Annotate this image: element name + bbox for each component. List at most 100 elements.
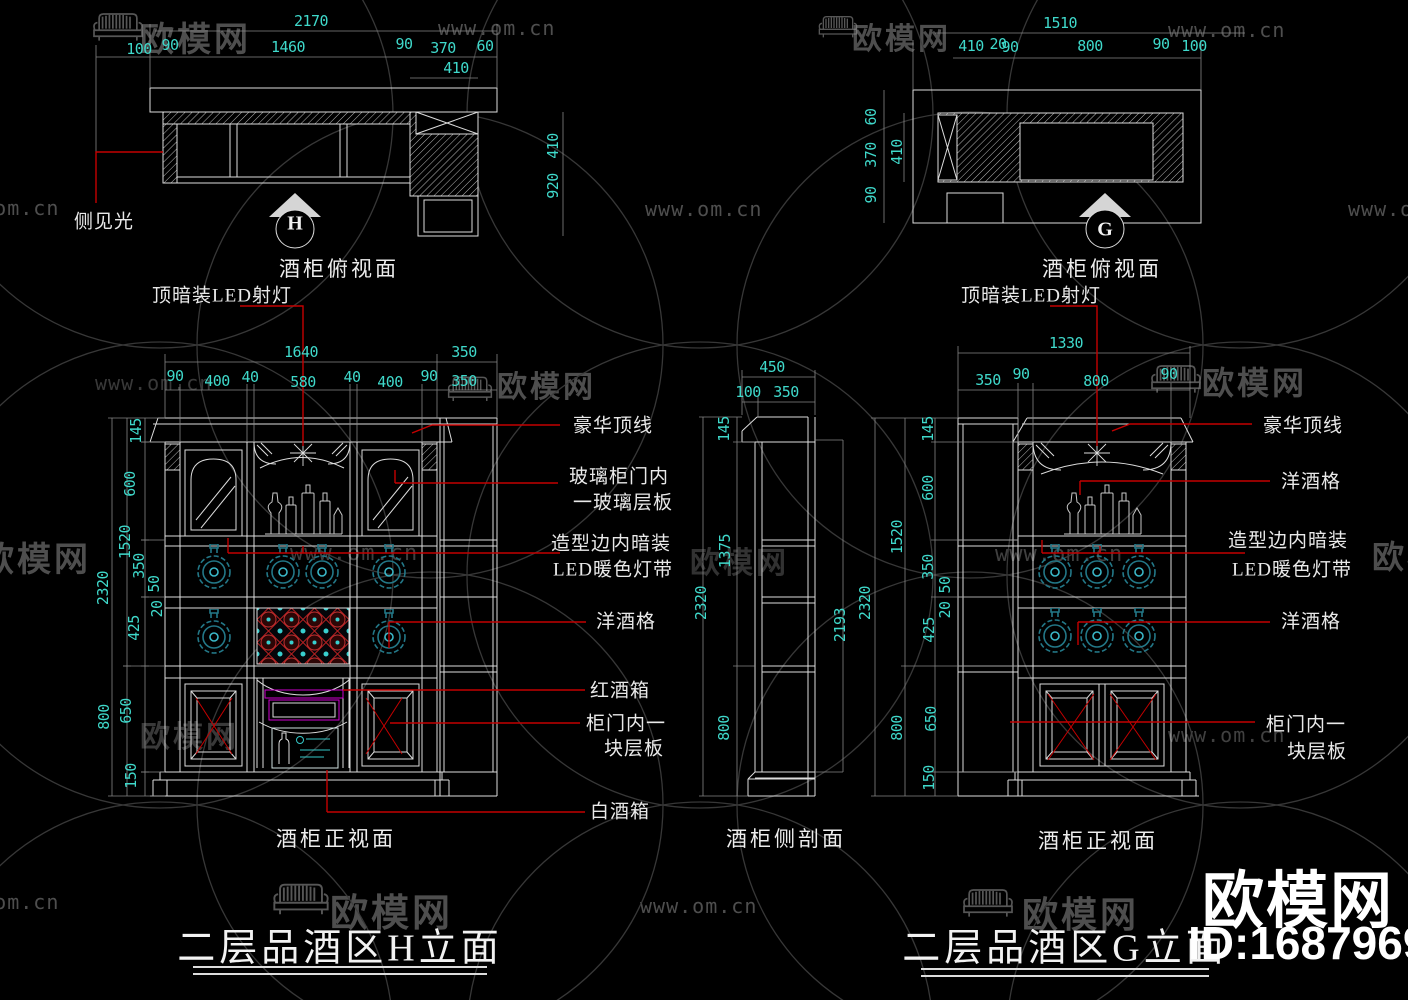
plan-g-drawing (912, 89, 1202, 249)
callout-wine-rack: 洋酒格 (595, 611, 657, 633)
watermark-url: www.om.cn (645, 197, 763, 221)
dim-text: 425 (125, 615, 143, 641)
dim-text: 920 (544, 173, 562, 199)
dimension-lines (95, 24, 1245, 797)
callout-door-shelf: 柜门内一 (585, 713, 667, 735)
dim-text: 150 (122, 763, 140, 789)
dim-text: 2320 (856, 585, 874, 621)
dim-text: 60 (862, 108, 880, 126)
dim-text: 100 (735, 383, 761, 401)
dim-text: 40 (343, 368, 361, 386)
view-caption-front-h: 酒柜正视面 (276, 827, 396, 851)
callout-glass-shelf: 玻璃柜门内 (568, 466, 670, 488)
dim-text: 20 (989, 35, 1007, 53)
watermark-url: www.om.cn (1168, 18, 1286, 42)
dim-text: 1330 (1048, 334, 1084, 352)
dim-text: 1520 (888, 519, 906, 555)
dim-text: 20 (936, 601, 954, 619)
watermark-url: www.om.cn (1168, 723, 1286, 747)
dim-text: 2320 (692, 585, 710, 621)
dim-text: 450 (759, 358, 785, 376)
callout-door-shelf: 柜门内一 (1265, 714, 1347, 736)
site-logo: 欧模网 (1202, 867, 1395, 936)
dim-text: 145 (715, 416, 733, 442)
dim-text: 650 (922, 706, 940, 732)
dim-text: 410 (958, 37, 984, 55)
dim-text: 1640 (283, 343, 319, 361)
dim-text: 370 (430, 39, 456, 57)
dim-text: 90 (1160, 365, 1178, 383)
dim-text: 800 (1083, 372, 1109, 390)
watermark-brand: 欧模网 (1202, 365, 1308, 401)
callout-led-strip: LED暖色灯带 (1232, 559, 1352, 581)
watermark-url: www.om.cn (0, 890, 60, 914)
watermark-url: www.om.cn (0, 196, 60, 220)
dim-text: 410 (544, 133, 562, 159)
callout-wine-rack: 洋酒格 (1280, 471, 1342, 493)
dim-text: 150 (920, 765, 938, 791)
dim-text: 350 (451, 343, 477, 361)
callout-wine-rack: 洋酒格 (1280, 611, 1342, 633)
dim-text: 580 (290, 373, 316, 391)
elev-h-drawing (149, 417, 498, 797)
sheet-title-g: 二层品酒区G立面 (902, 927, 1228, 970)
dim-text: 40 (241, 368, 259, 386)
watermark-brand: 欧模网 (852, 23, 951, 56)
dim-text: 90 (1001, 38, 1019, 56)
view-marker-g: G (1097, 218, 1113, 241)
dim-text: 145 (919, 416, 937, 442)
dim-text: 90 (1152, 35, 1170, 53)
callout-top-led: 顶暗装LED射灯 (152, 285, 292, 307)
dim-text: 2320 (94, 570, 112, 606)
dim-text: 600 (121, 471, 139, 497)
dim-text: 50 (145, 575, 163, 593)
callout-top-led: 顶暗装LED射灯 (961, 285, 1101, 307)
title-underline (921, 968, 1209, 977)
dim-text: 90 (420, 367, 438, 385)
watermark-url: www.om.cn (95, 371, 213, 395)
dim-text: 90 (1012, 365, 1030, 383)
callout-led-strip: LED暖色灯带 (553, 559, 673, 581)
dim-text: 350 (451, 372, 477, 390)
dim-text: 1510 (1042, 14, 1078, 32)
dim-text: 400 (204, 372, 230, 390)
dim-text: 2170 (293, 12, 329, 30)
callout-led-strip: 造型边内暗装 (1227, 530, 1349, 552)
dim-text: 350 (919, 554, 937, 580)
dim-text: 50 (936, 576, 954, 594)
watermark-brand: 欧模网 (1022, 895, 1140, 935)
watermark-url: www.om.cn (1348, 197, 1408, 221)
callout-red-wine-box: 红酒箱 (589, 680, 651, 702)
dim-text: 425 (920, 617, 938, 643)
dim-text: 410 (888, 139, 906, 165)
callout-white-wine-box: 白酒箱 (589, 801, 651, 823)
callout-door-shelf: 块层板 (603, 738, 665, 760)
view-marker-h: H (287, 212, 303, 235)
red-leader-lines (95, 151, 1270, 813)
view-caption-plan-g: 酒柜俯视面 (1042, 257, 1162, 281)
watermark-brand: 欧模网 (140, 721, 239, 754)
dim-text: 90 (161, 36, 179, 54)
watermark-brand: 欧模网 (0, 542, 91, 579)
callout-crown: 豪华顶线 (572, 415, 654, 437)
dim-text: 800 (715, 715, 733, 741)
dim-text: 100 (1181, 37, 1207, 55)
callout-door-shelf: 块层板 (1286, 741, 1348, 763)
dim-text: 370 (862, 142, 880, 168)
dim-text: 350 (975, 371, 1001, 389)
dim-text: 90 (862, 186, 880, 204)
callout-crown: 豪华顶线 (1262, 415, 1344, 437)
watermark-url: www.om.cn (438, 16, 556, 40)
dim-text: 20 (148, 600, 166, 618)
title-underline (193, 966, 487, 975)
dim-text: 800 (1077, 37, 1103, 55)
dim-text: 145 (127, 418, 145, 444)
dim-text: 90 (166, 367, 184, 385)
dim-text: 600 (919, 475, 937, 501)
dim-text: 2193 (831, 607, 849, 643)
watermark-url: www.om.cn (640, 894, 758, 918)
dim-text: 350 (773, 383, 799, 401)
